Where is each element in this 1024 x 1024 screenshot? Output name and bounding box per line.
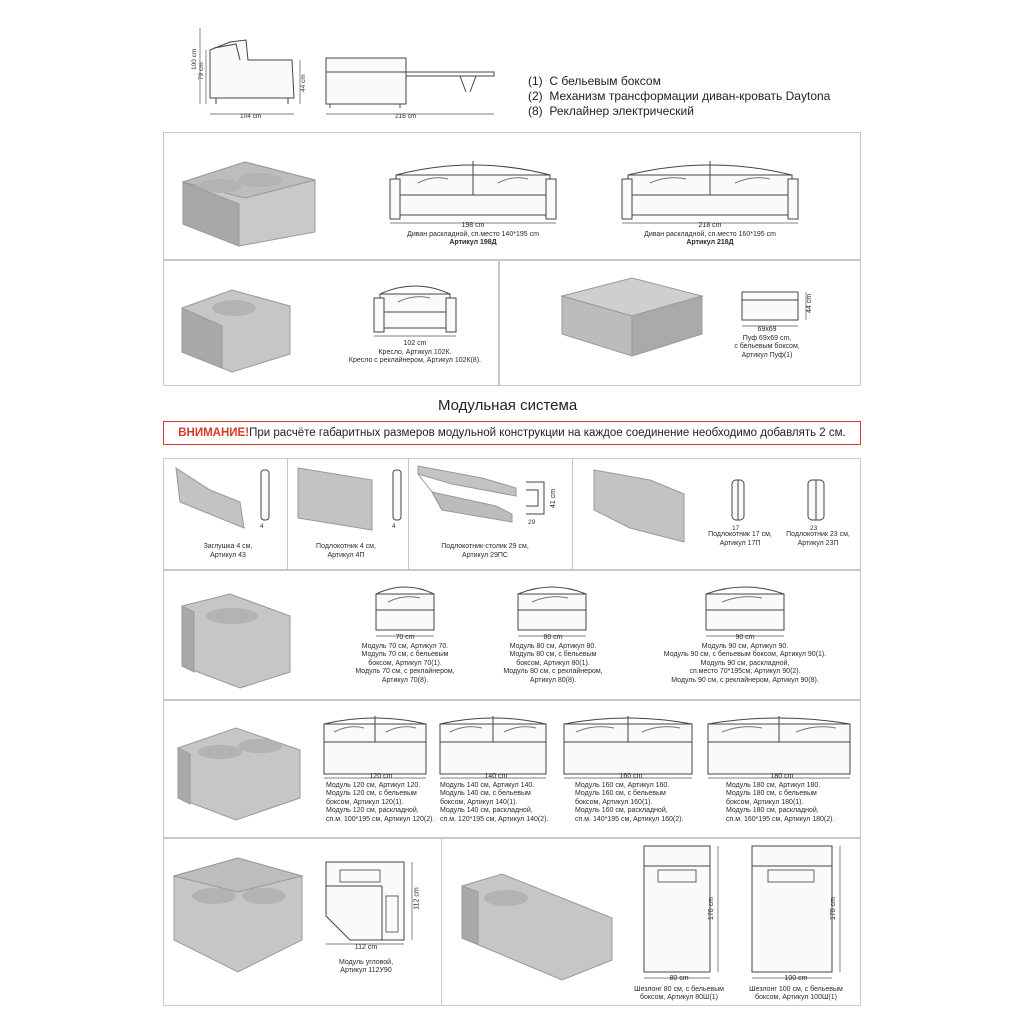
module-70-caption: 70 cm Модуль 70 см, Артикул 70.Модуль 70… — [355, 634, 455, 684]
corner-caption: 112 cm Модуль угловой,Артикул 112У90 — [338, 944, 394, 975]
single-module-render — [181, 593, 291, 689]
armrest-4-caption: Подлокотник 4 см,Артикул 4П — [316, 543, 376, 559]
sofa-panel — [163, 132, 861, 260]
pouf-render — [560, 277, 704, 357]
pouf-panel — [499, 260, 861, 386]
corner-dim-height: 112 cm — [413, 887, 421, 910]
armrest-table-render — [417, 465, 517, 523]
armrest-17-dim: 17 — [732, 525, 740, 532]
endcap-caption: Заглушка 4 см,Артикул 43 — [203, 543, 253, 559]
chaise-80-drawing — [643, 845, 719, 979]
pouf-caption: 69x69 Пуф 69x69 cm, с бельевым боксом, А… — [734, 326, 800, 359]
module-120-caption: 120 cm Модуль 120 см, Артикул 120.Модуль… — [326, 773, 435, 823]
module-160-drawing — [563, 716, 693, 779]
armrest-table-caption: Подлокотник-столик 29 см,Артикул 29ПС — [441, 543, 529, 559]
module-80-caption: 80 cm Модуль 80 см, Артикул 80.Модуль 80… — [503, 634, 603, 684]
module-160-caption: 160 cm Модуль 160 см, Артикул 160.Модуль… — [575, 773, 684, 823]
double-modules-panel — [163, 700, 861, 838]
warning-label: ВНИМАНИЕ! — [178, 427, 250, 439]
armrest-table-dim-w: 29 — [528, 519, 536, 526]
module-90-drawing — [705, 586, 785, 637]
armrest-4-drawing: 4 — [392, 469, 402, 530]
armrest-table-dim-h: 41 cm — [550, 488, 558, 509]
chaise-100-drawing — [751, 845, 841, 979]
armrest-4-render — [297, 467, 373, 531]
parts-panel — [163, 458, 861, 570]
pouf-height-dim: 44 cm — [806, 293, 814, 314]
sofa-218-caption: 218 cm Диван раскладной, сп.место 160*19… — [644, 222, 776, 247]
module-140-caption: 140 cm Модуль 140 см, Артикул 140.Модуль… — [440, 773, 549, 823]
armrest-23-caption: Подлокотник 23 см,Артикул 23П — [786, 531, 850, 547]
armchair-render — [181, 289, 291, 373]
endcap-dim: 4 — [260, 523, 264, 530]
side-view-drawing: 100 cm 79 cm 44 cm 104 cm 216 cm — [191, 28, 495, 120]
sofa-218-drawing — [621, 161, 799, 224]
dim-height-44: 44 cm — [300, 74, 307, 92]
armrest-wide-render — [593, 469, 685, 543]
armrest-23-drawing: 23 — [807, 479, 825, 532]
warning-text: При расчёте габаритных размеров модульно… — [249, 427, 846, 439]
legend-item: (8) Реклайнер электрический — [528, 104, 694, 118]
sofa-render — [181, 161, 316, 247]
armrest-4-dim: 4 — [392, 523, 396, 530]
dim-height-100: 100 cm — [191, 49, 198, 70]
corner-drawing — [325, 861, 413, 945]
module-180-caption: 180 cm Модуль 180 см, Артикул 180.Модуль… — [726, 773, 835, 823]
double-module-render — [177, 727, 301, 821]
module-70-drawing — [375, 586, 435, 637]
chaise-render — [461, 873, 613, 981]
dim-height-79: 79 cm — [198, 62, 205, 80]
module-80-drawing — [517, 586, 587, 637]
armrest-23-dim: 23 — [810, 525, 818, 532]
pouf-drawing — [741, 291, 807, 327]
corner-render — [172, 857, 304, 973]
armchair-panel — [163, 260, 499, 386]
warning-box: ВНИМАНИЕ! При расчёте габаритных размеро… — [163, 421, 861, 445]
section-title: Модульная система — [438, 397, 578, 414]
chaise-80-dim-height: 170 cm — [707, 897, 715, 920]
chaise-100-dim-height: 170 cm — [829, 897, 837, 920]
dim-width-216: 216 cm — [395, 113, 416, 120]
endcap-drawing: 4 — [260, 469, 270, 530]
module-140-drawing — [439, 716, 547, 779]
legend: (1) С бельевым боксом (2) Механизм транс… — [528, 74, 830, 119]
corner-chaise-panel — [163, 838, 861, 1006]
dim-width-104: 104 cm — [240, 113, 261, 120]
armrest-17-drawing: 17 — [731, 479, 745, 532]
legend-item: (2) Механизм трансформации диван-кровать… — [528, 89, 831, 103]
module-180-drawing — [707, 716, 851, 779]
sofa-198-caption: 198 cm Диван раскладной, сп.место 140*19… — [407, 222, 539, 247]
armrest-17-caption: Подлокотник 17 см,Артикул 17П — [708, 531, 772, 547]
module-120-drawing — [323, 716, 427, 779]
legend-item: (1) С бельевым боксом — [528, 74, 661, 88]
endcap-render — [175, 467, 245, 529]
single-modules-panel — [163, 570, 861, 700]
module-90-caption: 90 cm Модуль 90 см, Артикул 90.Модуль 90… — [663, 634, 827, 684]
armrest-table-drawing: 29 — [526, 481, 545, 526]
armchair-drawing — [373, 285, 457, 337]
armchair-caption: 102 cm Кресло, Артикул 102К. Кресло с ре… — [348, 340, 482, 365]
sofa-198-drawing — [389, 161, 557, 224]
